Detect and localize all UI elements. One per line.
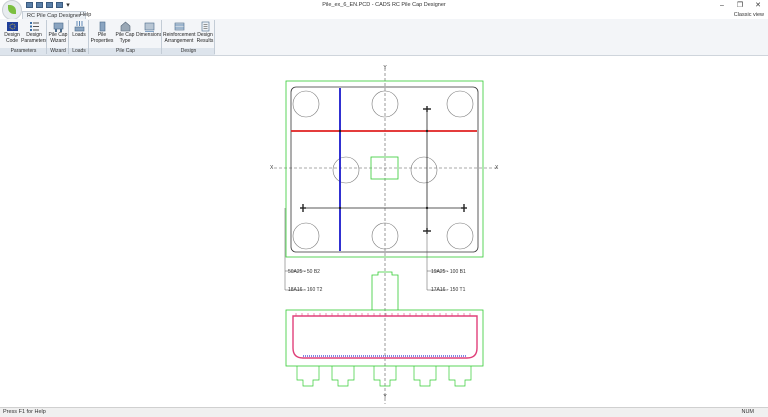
tab-help[interactable]: Help <box>80 12 92 18</box>
reinforcement-arrangement-button[interactable]: Reinforcement Arrangement <box>163 21 196 44</box>
y-axis-label-top: Y <box>383 65 387 71</box>
section-pile <box>413 366 437 387</box>
bar-label-b2: 50A25 - 50 B2 <box>288 269 320 275</box>
status-help-text: Press F1 for Help <box>3 409 46 415</box>
loads-button[interactable]: Loads <box>69 21 89 39</box>
pile <box>371 222 399 250</box>
leader-left <box>284 208 306 291</box>
pile <box>446 222 474 250</box>
bar-label-t2: 18A16 - 160 T2 <box>288 287 323 293</box>
results-icon <box>200 21 211 32</box>
section-pile <box>373 366 397 387</box>
maximize-icon[interactable]: ❐ <box>736 2 744 9</box>
piles <box>292 90 474 250</box>
section-pile <box>448 366 472 387</box>
pile <box>292 222 320 250</box>
pile-cap-wizard-button[interactable]: Pile Cap Wizard <box>47 21 69 44</box>
design-results-button[interactable]: Design Results <box>195 21 215 44</box>
design-code-button[interactable]: Design Code <box>2 21 22 44</box>
quick-access-dropdown-icon[interactable]: ▾ <box>66 2 70 9</box>
ribbon-group-design: Reinforcement Arrangement Design Results… <box>162 19 215 55</box>
list-icon <box>29 21 40 32</box>
dimensions-icon <box>144 21 155 32</box>
status-bar: Press F1 for Help NUM <box>0 407 768 417</box>
column-stub <box>371 271 399 310</box>
print-icon[interactable] <box>56 2 63 8</box>
save-icon[interactable] <box>46 2 53 8</box>
pile-cap-outline <box>285 80 484 258</box>
bar-label-b1: 19A25 - 100 B1 <box>431 269 466 275</box>
column-outline <box>370 156 399 180</box>
pile <box>371 90 399 118</box>
wizard-icon <box>53 21 64 32</box>
design-parameters-button[interactable]: Design Parameters <box>21 21 47 44</box>
title-bar: ▾ Pile_ex_6_EN.PCD - CADS RC Pile Cap De… <box>0 0 768 20</box>
group-label: Loads <box>69 48 89 55</box>
group-label: Design <box>162 48 215 55</box>
cap-type-icon <box>120 21 131 32</box>
pile <box>332 156 360 184</box>
pile-cap-drawing: Y Y X X <box>270 65 499 404</box>
tab-rc-pile-cap-designer[interactable]: RC Pile Cap Designer <box>22 11 86 19</box>
section-pile <box>296 366 320 387</box>
ribbon-group-wizard: Pile Cap Wizard Wizard <box>47 19 69 55</box>
status-num-indicator: NUM <box>741 409 754 415</box>
classic-view-toggle[interactable]: Classic view <box>733 12 764 18</box>
pile <box>410 156 438 184</box>
reinforcement-icon <box>174 21 185 32</box>
ribbon-group-loads: Loads Loads <box>69 19 89 55</box>
pile <box>446 90 474 118</box>
ribbon-tabs: RC Pile Cap Designer Help Classic view <box>0 11 768 19</box>
flag-icon <box>6 21 18 32</box>
group-label: Pile Cap <box>89 48 162 55</box>
open-file-icon[interactable] <box>36 2 43 8</box>
section-outline <box>285 309 484 367</box>
ribbon: Design Code Design Parameters Parameters… <box>0 19 768 56</box>
dimensions-button[interactable]: Dimensions <box>136 21 162 39</box>
drawing-canvas[interactable]: Y Y X X <box>0 56 768 407</box>
leader-right <box>426 231 448 291</box>
window-title: Pile_ex_6_EN.PCD - CADS RC Pile Cap Desi… <box>322 2 446 8</box>
pile-icon <box>97 21 108 32</box>
group-label: Parameters <box>0 48 47 55</box>
loads-icon <box>74 21 85 32</box>
group-label: Wizard <box>47 48 69 55</box>
section-pile <box>331 366 355 387</box>
pile-cap-plan <box>290 86 479 253</box>
minimize-icon[interactable]: – <box>720 2 724 9</box>
bar-label-t1: 17A16 - 150 T1 <box>431 287 466 293</box>
section-top-bars <box>295 313 471 316</box>
pile-cap-type-button[interactable]: Pile Cap Type <box>114 21 136 44</box>
ribbon-group-parameters: Design Code Design Parameters Parameters <box>0 19 47 55</box>
new-file-icon[interactable] <box>26 2 33 8</box>
close-icon[interactable]: ✕ <box>755 2 761 9</box>
section-piles <box>296 366 472 387</box>
x-axis-label-left: X <box>270 165 274 171</box>
ribbon-group-pile-cap: Pile Properties Pile Cap Type Dimensions… <box>89 19 162 55</box>
x-axis-label-right: X <box>495 165 499 171</box>
y-axis-label-bottom: Y <box>383 394 387 400</box>
pile <box>292 90 320 118</box>
section-link <box>292 315 478 359</box>
pile-properties-button[interactable]: Pile Properties <box>90 21 114 44</box>
